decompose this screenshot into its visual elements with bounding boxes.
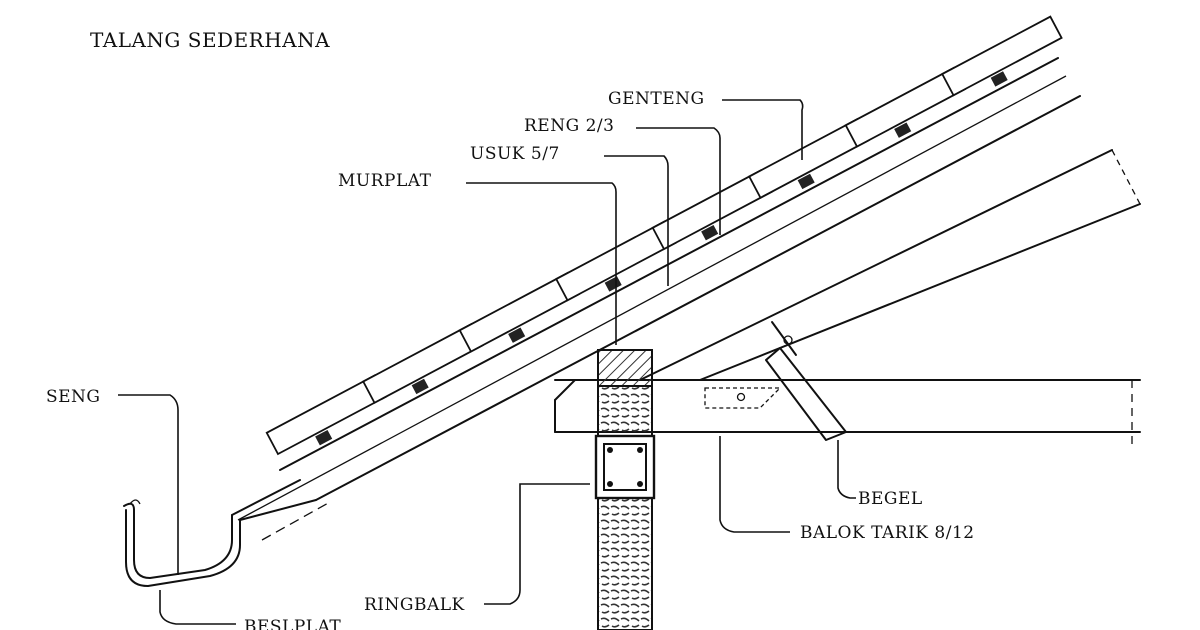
strut-begel [765, 321, 847, 441]
roof-tiles-genteng [265, 15, 1063, 456]
batten-reng [797, 173, 815, 190]
batten-reng [604, 276, 622, 292]
label-seng: SENG [46, 387, 101, 407]
batten-reng [411, 378, 429, 395]
roof-tile [941, 15, 1063, 97]
batten-reng [315, 429, 333, 446]
diagram-title: TALANG SEDERHANA [90, 28, 330, 52]
label-genteng: GENTENG [608, 89, 705, 109]
batten-reng [701, 224, 719, 241]
label-usuk: USUK 5/7 [470, 144, 560, 164]
gutter-seng [123, 479, 331, 587]
label-murplat: MURPLAT [338, 171, 432, 191]
batten-reng [508, 327, 526, 343]
label-balok-tarik: BALOK TARIK 8/12 [800, 523, 975, 543]
leader-lines [118, 99, 856, 625]
label-ringbalk: RINGBALK [364, 595, 465, 615]
label-beslplat: BESLPLAT [244, 617, 341, 630]
ring-beam-ringbalk [594, 434, 656, 500]
label-reng: RENG 2/3 [524, 116, 614, 136]
wall-plate-murplat [597, 349, 653, 387]
batten-reng [990, 71, 1008, 87]
battens-reng [315, 71, 1008, 446]
label-begel: BEGEL [858, 489, 923, 509]
upper-rafter [639, 149, 1141, 381]
rafter-usuk [237, 57, 1081, 521]
wall-brick [597, 385, 653, 630]
batten-reng [894, 122, 912, 138]
